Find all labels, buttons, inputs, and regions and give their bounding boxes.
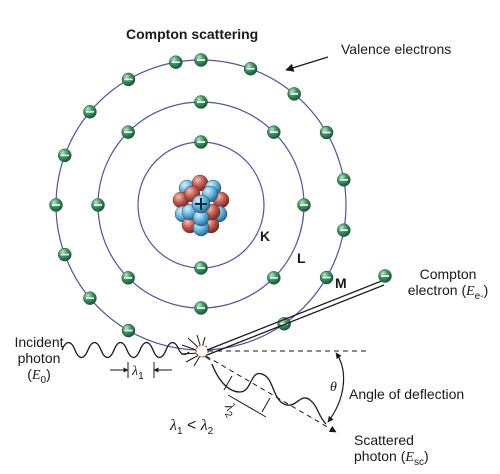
electron-k-0 [194, 135, 208, 149]
theta-label: θ [330, 380, 337, 395]
electron-m-3 [319, 125, 334, 140]
shell-m-label: M [335, 275, 347, 291]
electron-k-1 [194, 261, 208, 275]
electron-m-2 [287, 87, 301, 101]
scattered-direction-dashed-line [205, 355, 337, 433]
compton-electron-path-2 [206, 284, 385, 356]
electron-m-14 [121, 72, 136, 87]
shell-l-label: L [297, 250, 306, 266]
diagram-title: Compton scattering [126, 26, 259, 42]
electron-m-13 [83, 105, 97, 119]
electron-m-4 [337, 173, 351, 187]
electrons [49, 53, 351, 338]
lambda1-bracket [110, 362, 172, 378]
electron-l-6 [91, 198, 105, 212]
electron-l-3 [267, 271, 281, 285]
wavelength-relation: λ1 < λ2 [170, 417, 214, 438]
incident-photon-wave [61, 341, 190, 359]
electron-m-5 [337, 223, 351, 237]
incident-photon-label: Incident photon (E0) [14, 334, 64, 386]
electron-m-0 [194, 53, 208, 67]
electron-m-9 [83, 291, 97, 305]
valence-pointer-arrow [285, 56, 329, 72]
electron-m-12 [57, 148, 72, 163]
angle-of-deflection-label: Angle of deflection [349, 386, 465, 402]
electron-l-4 [194, 301, 208, 315]
scattered-photon-label: Scattered photon (Esc) [354, 432, 429, 468]
electron-m-11 [49, 198, 63, 212]
electron-m-15 [169, 55, 183, 69]
electron-m-1 [243, 61, 258, 76]
electron-m-10 [57, 247, 72, 262]
valence-electrons-label: Valence electrons [341, 41, 452, 57]
compton-electron-label: Compton electron (Ee-) [407, 266, 489, 302]
lambda1-label: λ1 [132, 364, 144, 382]
nucleus [172, 174, 230, 237]
deflection-angle-arc [327, 352, 345, 423]
shell-k-label: K [260, 228, 271, 244]
scattered-photon-wave [211, 363, 327, 425]
electron-l-5 [121, 271, 135, 285]
electron-m-6 [319, 270, 334, 285]
electron-l-0 [194, 95, 208, 109]
compton-electron-path [206, 279, 385, 351]
vacated-electron-site [195, 344, 209, 358]
electron-m-8 [121, 323, 136, 338]
electron-l-2 [297, 198, 311, 212]
electron-l-7 [121, 125, 135, 139]
lambda2-bracket [223, 375, 271, 418]
electron-l-1 [267, 125, 281, 139]
